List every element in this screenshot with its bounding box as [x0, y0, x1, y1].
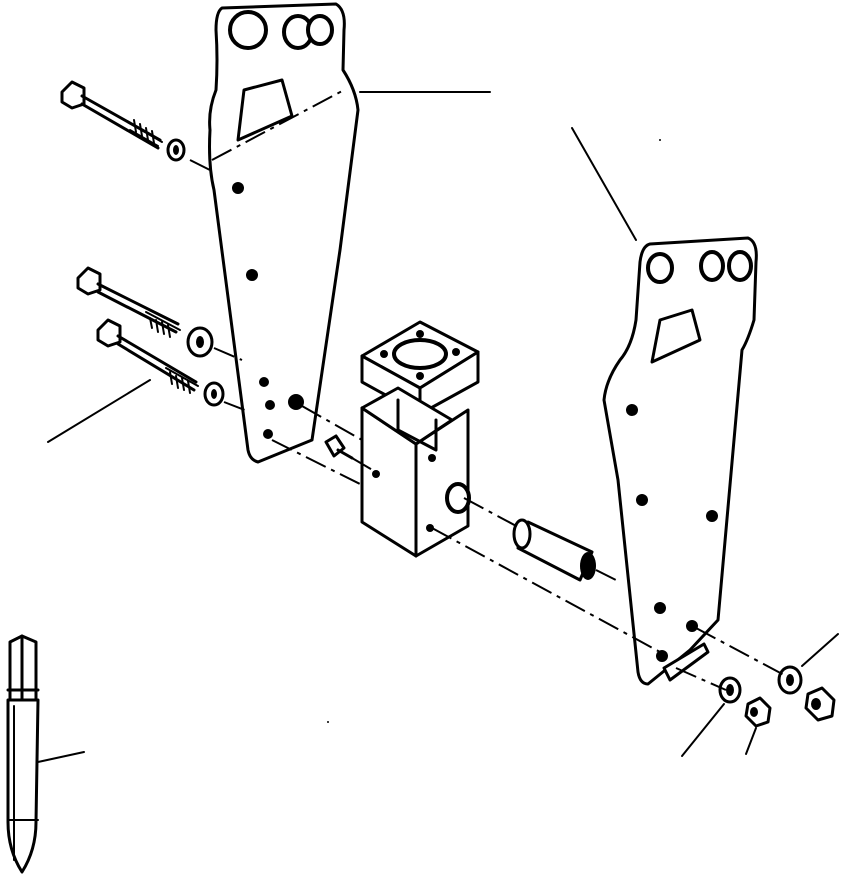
leader-lines	[37, 91, 839, 763]
assembly-lines	[189, 159, 787, 691]
right-bracket	[602, 236, 758, 686]
nuts	[744, 686, 836, 728]
left-bracket	[208, 2, 360, 464]
long-bolts	[60, 80, 354, 460]
scan-speck	[659, 139, 661, 141]
washers	[718, 665, 803, 704]
pin	[512, 518, 596, 582]
valve-block	[360, 320, 480, 558]
chisel-tool	[6, 634, 40, 874]
scan-speck	[327, 721, 329, 723]
